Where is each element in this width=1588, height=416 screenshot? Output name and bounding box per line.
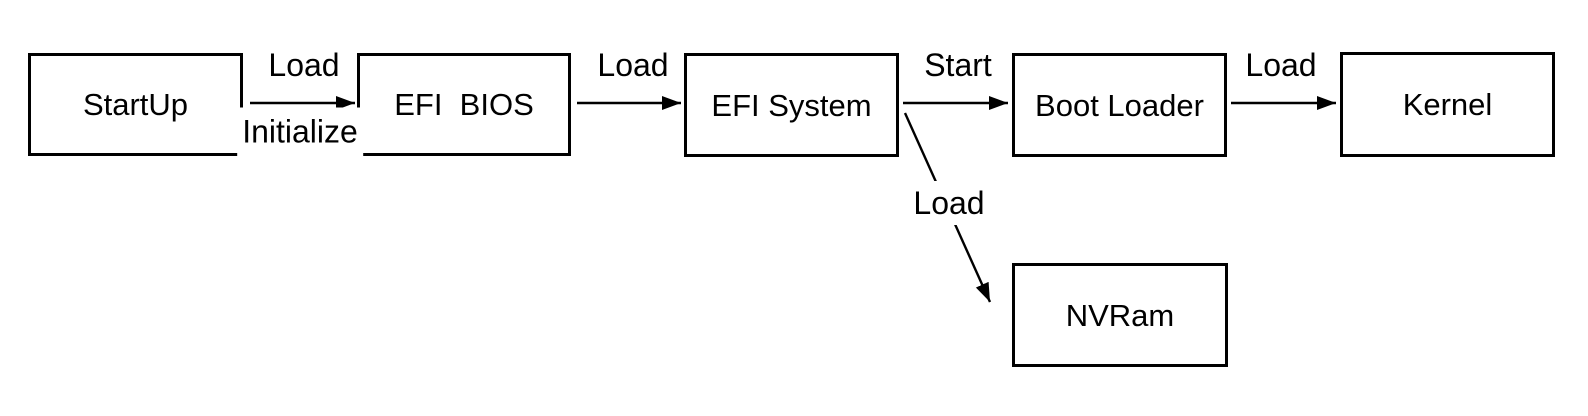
node-boot-loader: Boot Loader [1012,53,1227,157]
node-efi-bios: EFI BIOS [357,53,571,156]
node-efi-system-label: EFI System [711,87,872,123]
edge-label-efi-system-start: Start [920,43,996,87]
node-efi-bios-label: EFI BIOS [394,87,534,122]
edge-label-nvram-load: Load [909,181,989,225]
node-nvram: NVRam [1012,263,1228,367]
node-startup-label: StartUp [82,87,189,122]
node-kernel-label: Kernel [1402,87,1493,122]
edge-label-efi-bios-load: Load [593,43,673,87]
node-nvram-label: NVRam [1065,297,1175,333]
edge-label-startup-load: Load [264,43,344,87]
edge-label-boot-loader-load: Load [1241,43,1321,87]
node-boot-loader-label: Boot Loader [1035,87,1204,123]
node-startup: StartUp [28,53,243,156]
node-efi-system: EFI System [684,53,899,157]
edge-label-startup-initialize: Initialize [237,107,363,159]
node-kernel: Kernel [1340,52,1555,157]
